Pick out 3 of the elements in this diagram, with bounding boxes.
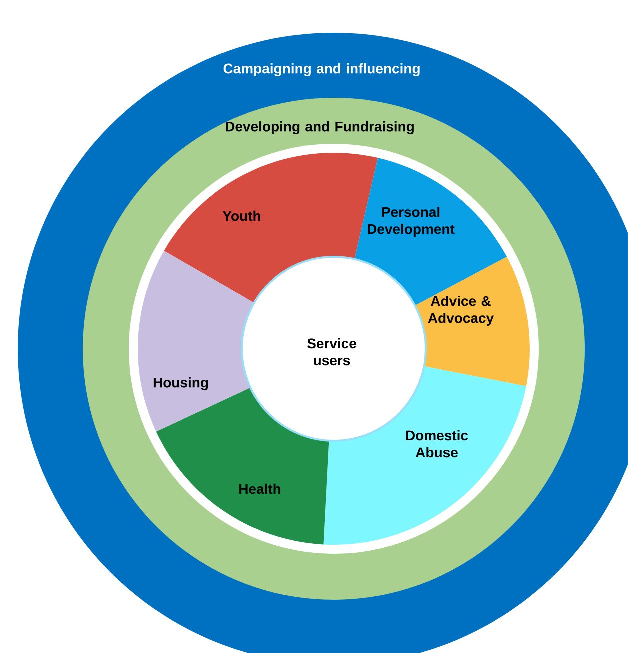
segment: Domestic Abuse — [324, 366, 526, 545]
segment: Advice & Advocacy — [415, 256, 530, 386]
segment: Housing — [138, 251, 254, 432]
